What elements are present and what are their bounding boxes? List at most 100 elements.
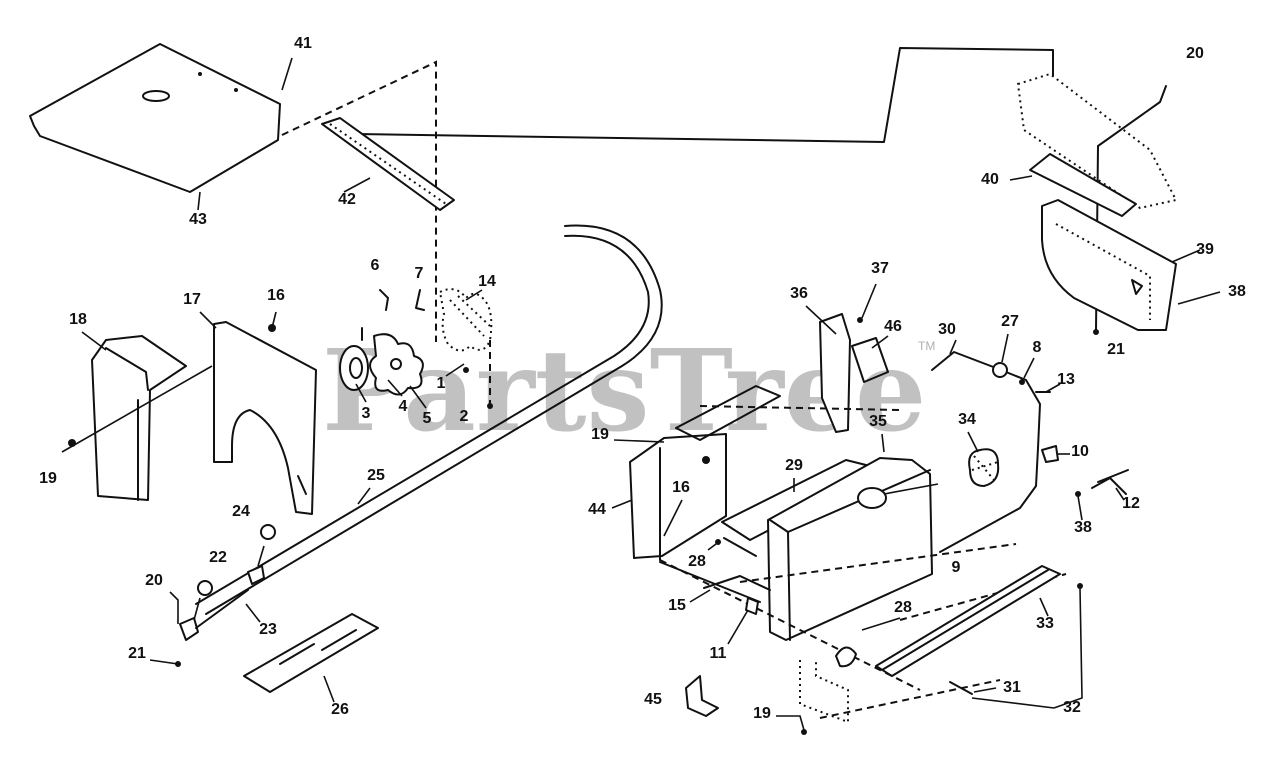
part-5-fan[interactable] xyxy=(369,333,424,396)
callout-6[interactable]: 6 xyxy=(371,257,380,274)
callout-41[interactable]: 41 xyxy=(294,35,312,52)
part-44-side-frame[interactable] xyxy=(629,433,727,561)
callout-24[interactable]: 24 xyxy=(232,503,250,520)
callout-44[interactable]: 44 xyxy=(588,501,606,518)
part-23-rod[interactable] xyxy=(195,589,249,629)
part-40-bracket[interactable] xyxy=(1029,153,1137,217)
callout-4[interactable]: 4 xyxy=(399,398,408,415)
part-1-washer[interactable] xyxy=(463,367,469,373)
callout-10[interactable]: 10 xyxy=(1071,443,1089,460)
part-17-bracket-plate[interactable] xyxy=(213,321,317,515)
callout-5[interactable]: 5 xyxy=(423,410,432,427)
callout-36[interactable]: 36 xyxy=(790,285,808,302)
callout-32[interactable]: 32 xyxy=(1063,699,1081,716)
callout-28[interactable]: 28 xyxy=(688,553,706,570)
callout-18[interactable]: 18 xyxy=(69,311,87,328)
callout-13[interactable]: 13 xyxy=(1057,371,1075,388)
part-22-ball[interactable] xyxy=(197,580,213,596)
part-38-bolt-mid[interactable] xyxy=(1075,491,1081,497)
part-25-drive-belt[interactable] xyxy=(195,224,663,615)
part-42-hinge-strip[interactable] xyxy=(321,117,455,211)
part-19-bolt-left[interactable] xyxy=(68,439,76,447)
part-9-fuel-line[interactable] xyxy=(931,351,1041,553)
callout-8[interactable]: 8 xyxy=(1033,339,1042,356)
part-28-bolt-left[interactable] xyxy=(715,539,721,545)
part-44-crossbar[interactable] xyxy=(675,385,781,441)
callout-43[interactable]: 43 xyxy=(189,211,207,228)
part-15-rail[interactable] xyxy=(659,561,771,603)
callout-19[interactable]: 19 xyxy=(591,426,609,443)
callout-38[interactable]: 38 xyxy=(1074,519,1092,536)
part-37-bolt[interactable] xyxy=(857,317,863,323)
callout-20[interactable]: 20 xyxy=(1186,45,1204,62)
callout-2[interactable]: 2 xyxy=(460,408,469,425)
callout-42[interactable]: 42 xyxy=(338,191,356,208)
callout-25[interactable]: 25 xyxy=(367,467,385,484)
part-16-nut-right[interactable] xyxy=(702,456,710,464)
callout-17[interactable]: 17 xyxy=(183,291,201,308)
part-22-clip[interactable] xyxy=(179,617,199,641)
part-28-grommet[interactable] xyxy=(835,646,857,668)
part-21-nut-right[interactable] xyxy=(1093,329,1099,335)
callout-45[interactable]: 45 xyxy=(644,691,662,708)
part-12-clip[interactable] xyxy=(1091,469,1129,495)
part-16-nut-left[interactable] xyxy=(268,324,276,332)
part-31-bolt[interactable] xyxy=(949,681,973,695)
part-36-upright-bracket[interactable] xyxy=(819,313,851,433)
callout-37[interactable]: 37 xyxy=(871,260,889,277)
callout-9[interactable]: 9 xyxy=(952,559,961,576)
part-45-angle-bracket[interactable] xyxy=(685,675,719,717)
callout-22[interactable]: 22 xyxy=(209,549,227,566)
part-27-clamp[interactable] xyxy=(992,362,1008,378)
part-18-side-shield[interactable] xyxy=(91,335,187,501)
part-14-spring[interactable] xyxy=(438,288,493,352)
part-33-channel-rail[interactable] xyxy=(875,565,1061,677)
part-34-fuel-cap[interactable] xyxy=(968,448,1000,487)
part-7-pin[interactable] xyxy=(415,289,425,311)
callout-14[interactable]: 14 xyxy=(478,273,496,290)
callout-23[interactable]: 23 xyxy=(259,621,277,638)
part-24-ball[interactable] xyxy=(260,524,276,540)
callout-33[interactable]: 33 xyxy=(1036,615,1054,632)
callout-31[interactable]: 31 xyxy=(1003,679,1021,696)
callout-46[interactable]: 46 xyxy=(884,318,902,335)
part-43-floor-panel[interactable] xyxy=(29,43,281,193)
callout-28[interactable]: 28 xyxy=(894,599,912,616)
callout-29[interactable]: 29 xyxy=(785,457,803,474)
part-32-nut[interactable] xyxy=(1077,583,1083,589)
callout-19[interactable]: 19 xyxy=(39,470,57,487)
callout-35[interactable]: 35 xyxy=(869,413,887,430)
callout-16[interactable]: 16 xyxy=(672,479,690,496)
part-35-fuel-tank[interactable] xyxy=(767,457,939,641)
callout-39[interactable]: 39 xyxy=(1196,241,1214,258)
part-19-bolt-bottom[interactable] xyxy=(801,729,807,735)
callout-15[interactable]: 15 xyxy=(668,597,686,614)
callout-1[interactable]: 1 xyxy=(437,375,446,392)
callout-12[interactable]: 12 xyxy=(1122,495,1140,512)
part-24-clip[interactable] xyxy=(247,565,265,585)
callout-40[interactable]: 40 xyxy=(981,171,999,188)
callout-19[interactable]: 19 xyxy=(753,705,771,722)
part-2-bolt[interactable] xyxy=(487,403,493,409)
part-6-key[interactable] xyxy=(379,289,389,311)
callout-26[interactable]: 26 xyxy=(331,701,349,718)
part-21-nut-left[interactable] xyxy=(175,661,181,667)
part-8-fitting[interactable] xyxy=(1019,379,1025,385)
callout-16[interactable]: 16 xyxy=(267,287,285,304)
callout-27[interactable]: 27 xyxy=(1001,313,1019,330)
callout-20[interactable]: 20 xyxy=(145,572,163,589)
callout-7[interactable]: 7 xyxy=(415,265,424,282)
callout-21[interactable]: 21 xyxy=(1107,341,1125,358)
part-26-foot-plate[interactable] xyxy=(243,613,379,693)
part-39-side-panel[interactable] xyxy=(1041,199,1177,331)
callout-11[interactable]: 11 xyxy=(710,645,727,662)
callout-3[interactable]: 3 xyxy=(362,405,371,422)
callout-30[interactable]: 30 xyxy=(938,321,956,338)
part-11-clip[interactable] xyxy=(745,597,759,615)
part-3-pulley[interactable] xyxy=(339,345,369,391)
part-46-clip[interactable] xyxy=(851,337,889,383)
callout-34[interactable]: 34 xyxy=(958,411,976,428)
part-10-valve[interactable] xyxy=(1041,445,1059,463)
callout-21[interactable]: 21 xyxy=(128,645,146,662)
callout-38[interactable]: 38 xyxy=(1228,283,1246,300)
